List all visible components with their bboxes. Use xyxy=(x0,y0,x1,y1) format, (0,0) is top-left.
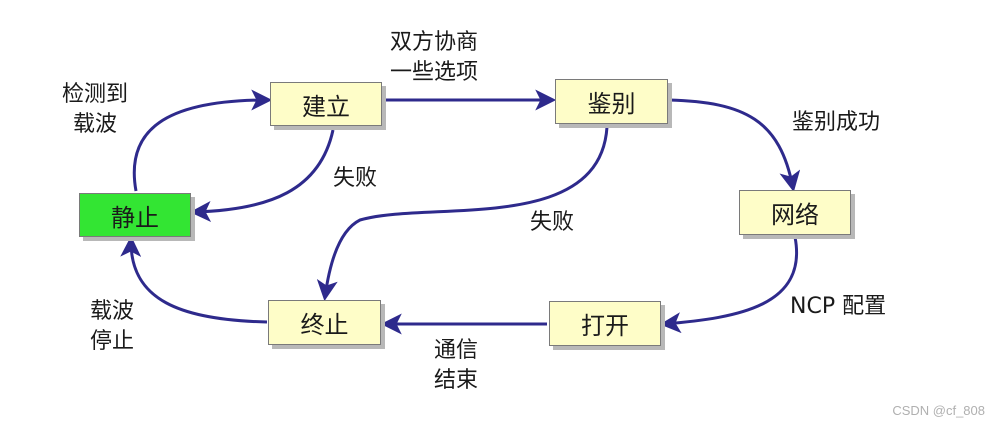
arrow-jianli-to-jingzhi xyxy=(189,129,335,223)
state-jianbie: 鉴别 xyxy=(555,79,668,124)
label-fail-establish: 失败 xyxy=(333,166,378,191)
label-detect-carrier-line2: 载波 xyxy=(73,112,118,137)
label-carrier-stop-line1: 载波 xyxy=(90,299,135,324)
label-fail-auth: 失败 xyxy=(530,210,575,235)
label-comm-end: 通信 结束 xyxy=(434,336,478,396)
label-negotiate-line1: 双方协商 xyxy=(390,30,479,55)
state-wangluo: 网络 xyxy=(739,190,851,235)
label-detect-carrier: 检测到 载波 xyxy=(62,80,128,140)
label-ncp-config: NCP 配置 xyxy=(790,294,887,319)
label-detect-carrier-line1: 检测到 xyxy=(62,82,129,107)
arrow-jingzhi-to-jianli xyxy=(132,89,273,192)
label-comm-end-line1: 通信 xyxy=(434,338,479,363)
label-auth-success: 鉴别成功 xyxy=(792,110,881,135)
state-jianli: 建立 xyxy=(270,82,382,126)
arrow-zhongzhi-to-jingzhi xyxy=(120,235,268,324)
label-negotiate-line2: 一些选项 xyxy=(390,60,479,85)
watermark: CSDN @cf_808 xyxy=(892,403,985,418)
state-zhongzhi: 终止 xyxy=(268,300,381,345)
label-carrier-stop-line2: 停止 xyxy=(90,329,135,354)
state-dakai: 打开 xyxy=(549,301,661,346)
label-negotiate: 双方协商 一些选项 xyxy=(390,28,478,88)
label-comm-end-line2: 结束 xyxy=(434,368,479,393)
label-carrier-stop: 载波 停止 xyxy=(90,297,134,357)
arrow-jianbie-to-zhongzhi xyxy=(316,126,609,302)
arrow-wangluo-to-dakai xyxy=(659,236,799,334)
state-jingzhi-start: 静止 xyxy=(79,193,191,237)
arrow-jianbie-to-wangluo xyxy=(668,98,801,193)
